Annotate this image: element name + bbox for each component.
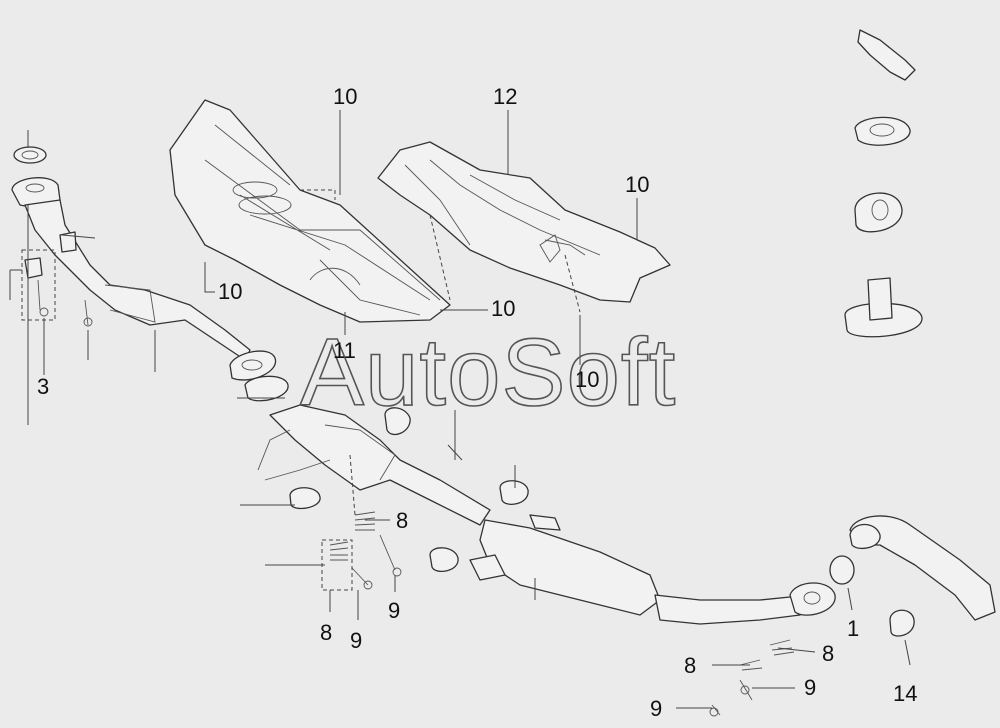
callout-9: 9 <box>804 675 816 700</box>
callout-9: 9 <box>388 598 400 623</box>
callout-8: 8 <box>396 508 408 533</box>
leader-lines <box>9 110 911 709</box>
front-pipe <box>11 146 251 361</box>
rear-muffler <box>429 480 801 625</box>
callout-8: 8 <box>684 653 696 678</box>
callout-14: 14 <box>893 681 917 706</box>
heat-shield-rear <box>377 141 671 303</box>
callout-3: 3 <box>37 374 49 399</box>
callout-8: 8 <box>320 620 332 645</box>
callout-9: 9 <box>650 696 662 721</box>
callout-11: 11 <box>333 338 356 363</box>
callout-12: 12 <box>493 84 517 109</box>
callout-10: 10 <box>625 172 649 197</box>
callout-10: 10 <box>491 296 515 321</box>
callout-8: 8 <box>822 641 834 666</box>
callout-9: 9 <box>350 628 362 653</box>
heat-shield-front <box>169 99 451 323</box>
callout-10: 10 <box>575 367 599 392</box>
callout-10: 10 <box>333 84 357 109</box>
tail-pipe <box>789 515 996 637</box>
center-pipe-converter <box>229 350 491 526</box>
callout-1: 1 <box>847 616 859 641</box>
springs-bolts <box>329 511 795 717</box>
watermark-text: AutoSoft <box>300 319 676 426</box>
callout-10: 10 <box>218 279 242 304</box>
callout-labels: 10 12 10 10 11 10 10 3 8 9 8 9 1 8 8 9 9… <box>37 84 917 721</box>
mount-hardware <box>844 29 923 338</box>
